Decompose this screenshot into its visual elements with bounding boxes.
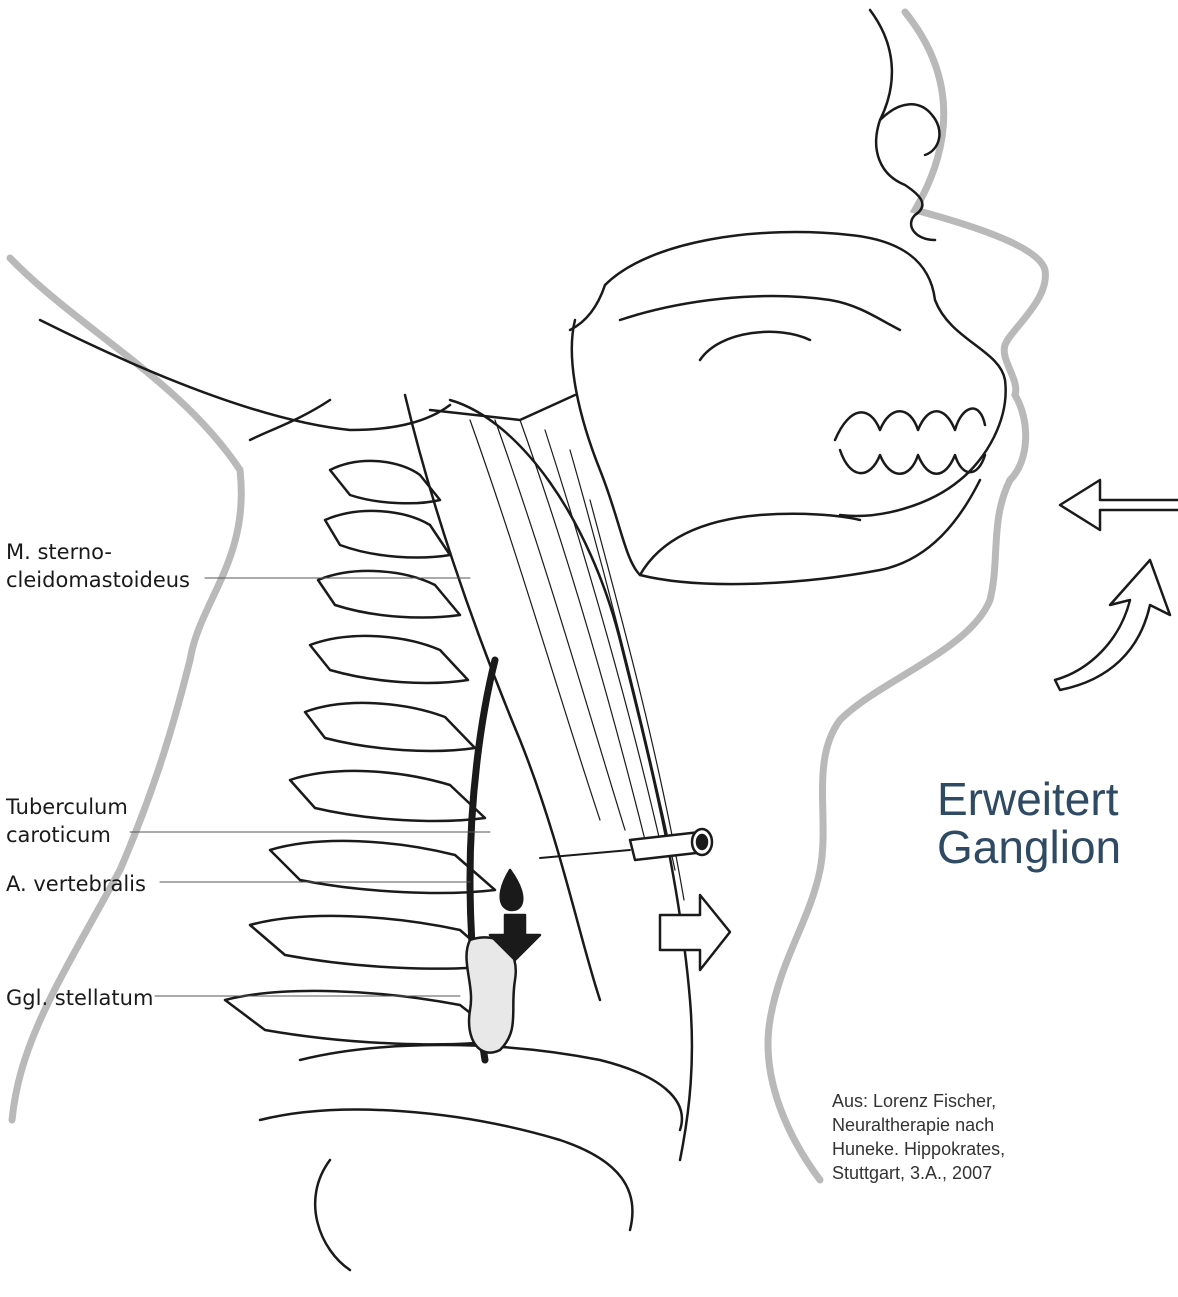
muscle-label-line2: cleidomastoideus bbox=[6, 568, 190, 592]
credit-line3: Huneke. Hippokrates, bbox=[832, 1138, 1005, 1160]
credit-line1: Aus: Lorenz Fischer, bbox=[832, 1090, 996, 1112]
body-contour bbox=[10, 12, 1045, 1180]
tuberculum-label-line2: caroticum bbox=[6, 823, 111, 847]
credit-line4: Stuttgart, 3.A., 2007 bbox=[832, 1162, 992, 1184]
title-line1: Erweitert bbox=[937, 775, 1118, 823]
muscle-label-line1: M. sterno- bbox=[6, 540, 112, 564]
skeleton-outline bbox=[40, 10, 1178, 1270]
credit-line2: Neuraltherapie nach bbox=[832, 1114, 994, 1136]
ganglion-label: Ggl. stellatum bbox=[6, 986, 153, 1010]
artery-label: A. vertebralis bbox=[6, 872, 146, 896]
tuberculum-label-line1: Tuberculum bbox=[6, 795, 128, 819]
title-line2: Ganglion bbox=[937, 823, 1121, 871]
